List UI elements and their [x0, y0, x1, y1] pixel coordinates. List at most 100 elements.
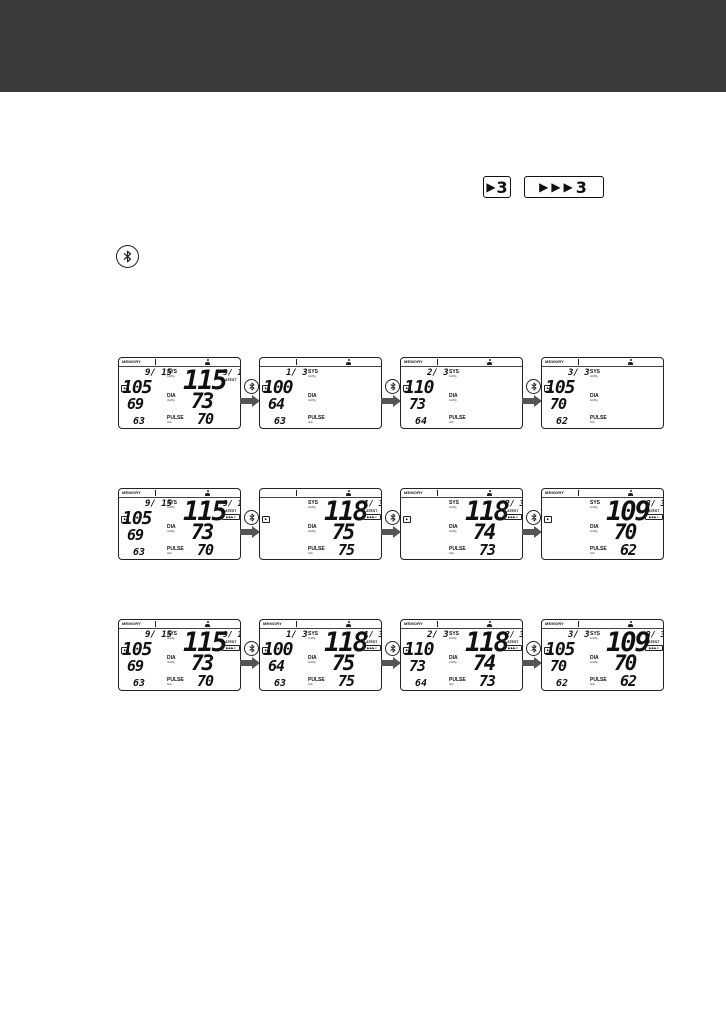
memory-label: MEMORY [404, 359, 424, 364]
latest-label: LATEST [223, 509, 237, 513]
divider-tick [155, 621, 156, 627]
repeat-icon: ▶ [544, 385, 552, 392]
memory-index: 3/ 3 [646, 630, 664, 639]
memory-index: 2/ 3 [505, 499, 523, 508]
average-dia: 70 [550, 395, 567, 413]
memory-index: 1/ 3 [364, 630, 382, 639]
next-arrow-icon [522, 395, 542, 407]
user-icon [628, 621, 633, 627]
date-readout: 2/ 3 [427, 630, 449, 640]
divider-tick [296, 490, 297, 496]
divider-tick [437, 490, 438, 496]
date-readout: 2/ 3 [427, 368, 449, 378]
divider-tick [578, 621, 579, 627]
pulse-value: 62 [620, 541, 637, 559]
triple-play-indicator: ▶▶▶3 [645, 645, 663, 651]
memory-label: MEMORY [545, 359, 565, 364]
average-sys: 105 [122, 639, 152, 660]
repeat-icon: ▶ [403, 516, 411, 523]
dia-value: 75 [332, 520, 355, 544]
pulse-label: PULSE/min [449, 415, 466, 424]
memory-label: MEMORY [404, 621, 424, 626]
divider [542, 366, 663, 367]
memory-label: MEMORY [545, 621, 565, 626]
triple-play-indicator: ▶▶▶3 [222, 645, 240, 651]
user-icon [205, 621, 210, 627]
play-triangle-icon: ▶ [486, 180, 496, 194]
average-sys: 110 [404, 377, 434, 398]
latest-label: LATEST [646, 509, 660, 513]
average-dia: 69 [127, 526, 144, 544]
bluetooth-icon [385, 510, 400, 525]
divider-tick [296, 621, 297, 627]
average-pulse: 63 [133, 678, 146, 689]
average-pulse: 62 [556, 678, 569, 689]
pulse-label: PULSE/min [590, 415, 607, 424]
bluetooth-icon [526, 379, 541, 394]
memory-index: 3/ 3 [646, 499, 664, 508]
user-icon [628, 490, 633, 496]
average-pulse: 63 [274, 678, 287, 689]
repeat-icon: ▶ [262, 385, 270, 392]
memory-label: MEMORY [122, 621, 142, 626]
repeat-icon: ▶ [403, 647, 411, 654]
triple-play-indicator: ▶▶▶3 [504, 514, 522, 520]
average-sys: 100 [263, 639, 293, 660]
user-icon [487, 621, 492, 627]
latest-label: LATEST [505, 509, 519, 513]
next-arrow-icon [522, 526, 542, 538]
play-triangle-icon: ▶ [551, 180, 563, 194]
user-icon [205, 359, 210, 365]
latest-label: LATEST [364, 509, 378, 513]
bluetooth-icon [116, 245, 139, 268]
average-dia: 70 [550, 657, 567, 675]
pulse-value: 75 [338, 541, 355, 559]
divider [260, 497, 381, 498]
next-arrow-icon [381, 657, 401, 669]
memory-index: 2/ 3 [505, 630, 523, 639]
user-icon [487, 359, 492, 365]
average-sys: 100 [263, 377, 293, 398]
latest-label: LATEST [646, 640, 660, 644]
dia-value: 74 [473, 520, 496, 544]
pulse-label: PULSE/min [449, 677, 466, 686]
sys-value: 118 [465, 496, 510, 527]
dia-value: 74 [473, 651, 496, 675]
memory-label: MEMORY [122, 490, 142, 495]
divider-tick [155, 359, 156, 365]
sys-value: 115 [183, 496, 228, 527]
date-readout: 3/ 3 [568, 630, 590, 640]
date-readout: 9/ 15 [145, 368, 173, 378]
date-readout: 9/ 15 [145, 630, 173, 640]
pulse-label: PULSE/min [308, 415, 325, 424]
pulse-label: PULSE/min [449, 546, 466, 555]
pulse-value: 70 [197, 672, 214, 690]
divider-tick [155, 490, 156, 496]
memory-label: MEMORY [122, 359, 142, 364]
next-arrow-icon [240, 395, 260, 407]
repeat-icon: ▶ [262, 647, 270, 654]
average-dia: 69 [127, 657, 144, 675]
dia-value: 75 [332, 651, 355, 675]
user-icon [346, 621, 351, 627]
sys-value: 118 [465, 627, 510, 658]
divider [260, 366, 381, 367]
pulse-label: PULSE/min [590, 546, 607, 555]
pulse-label: PULSE/min [167, 546, 184, 555]
